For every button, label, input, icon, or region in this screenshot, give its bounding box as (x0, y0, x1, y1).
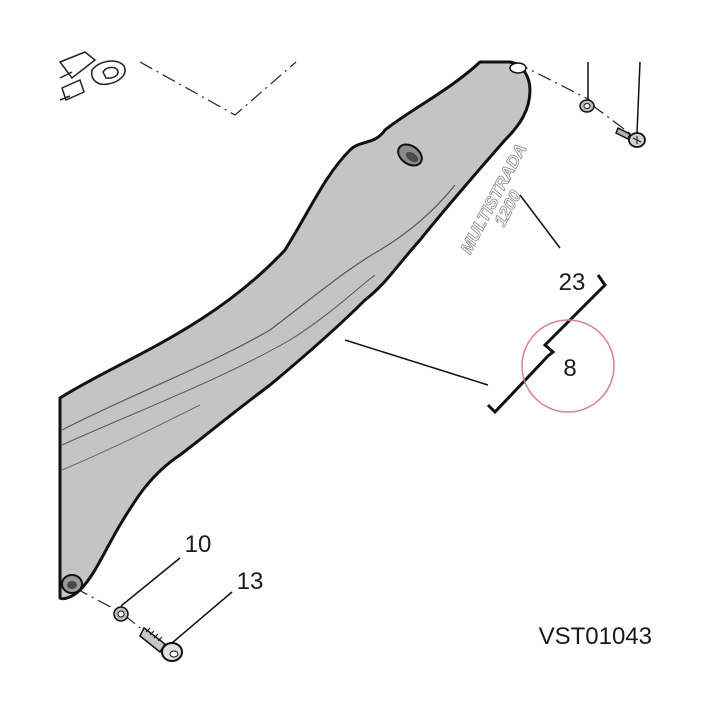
top-washer (579, 99, 595, 113)
top-mount-hole (509, 62, 527, 74)
side-cover-panel (58, 60, 532, 601)
bottom-washer (113, 606, 129, 622)
callout-23: 23 (559, 269, 586, 296)
bottom-screw (139, 626, 183, 662)
callout-13: 13 (237, 568, 264, 595)
highlight-circle (521, 319, 615, 413)
leader-lines (120, 61, 641, 644)
top-screw (615, 126, 646, 148)
figure-code: VST01043 (539, 623, 652, 650)
upper-bracket-fragment (58, 51, 126, 102)
side-cover-body (58, 60, 532, 601)
callout-8: 8 (563, 355, 576, 382)
callout-10: 10 (185, 531, 212, 558)
part-bracket (486, 274, 607, 415)
